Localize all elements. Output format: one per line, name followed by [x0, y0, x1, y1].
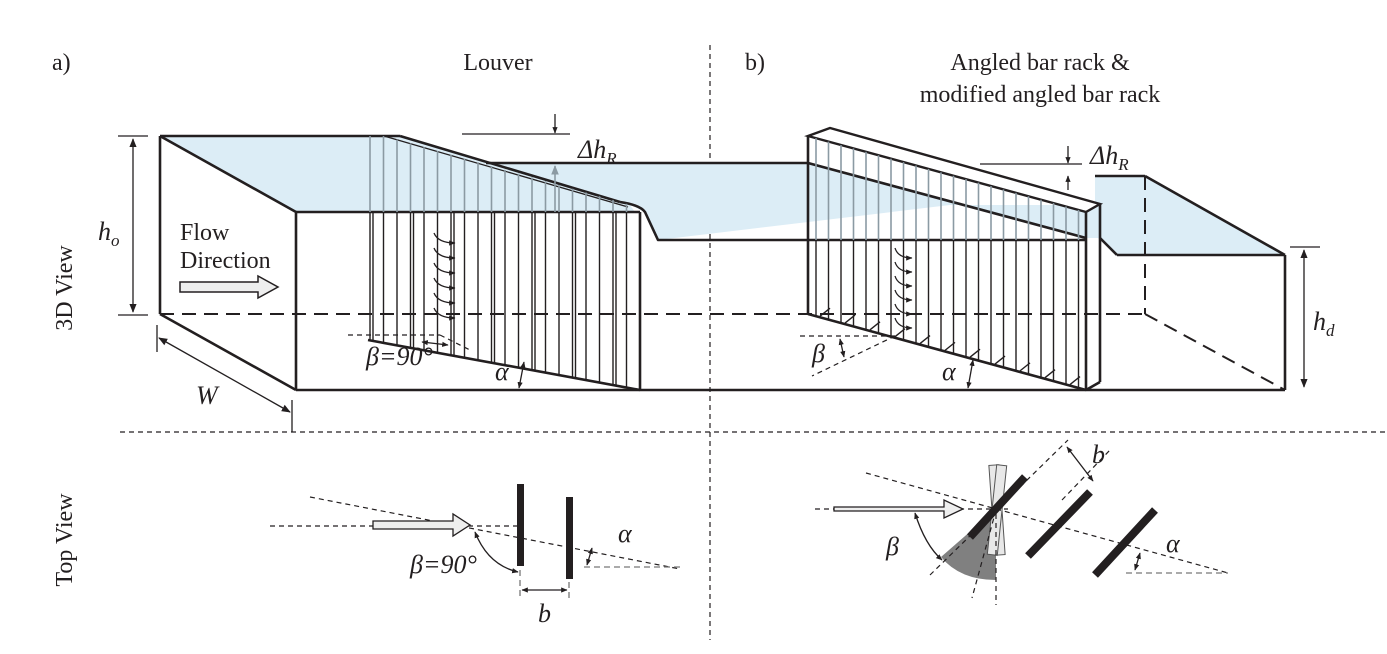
top-beta-label-a: β=90° [409, 550, 477, 579]
bar-rack-bars [815, 138, 1081, 388]
flow-curl-arrow-icon [894, 317, 913, 331]
floor-hidden-line-right [1144, 313, 1286, 391]
panel-a-title: Louver [463, 50, 532, 76]
rack-beta-angle [800, 335, 896, 377]
top-rack-bars [967, 474, 1158, 578]
flow-curl-arrow-icon [894, 289, 913, 303]
flow-curl-arrow-icon [433, 232, 456, 246]
rack-alpha-arrow [966, 359, 975, 389]
head-loss-symbol-a: ΔhR [577, 135, 617, 168]
top-rack-bar [967, 474, 1028, 540]
head-loss-symbol-b: ΔhR [1089, 141, 1129, 174]
panel-b-title-line2: modified angled bar rack [920, 82, 1161, 108]
flow-curl-arrow-icon [433, 277, 456, 291]
top-beta-label-b: β [885, 532, 899, 561]
top-rack-bar [1092, 507, 1158, 578]
top-flow-arrow-icon-a [372, 512, 472, 538]
top-b-label-b: b [1092, 440, 1105, 469]
row-label-top-view: Top View [52, 493, 78, 587]
top-view-louver [270, 484, 681, 600]
panel-a-label: a) [52, 50, 71, 76]
top-view-bar-rack [815, 439, 1229, 605]
downstream-depth-symbol: hd [1313, 307, 1335, 340]
rack-beta-label: β [811, 339, 825, 368]
upstream-depth-symbol: ho [98, 217, 120, 250]
flow-direction-arrow-icon [179, 274, 280, 300]
width-symbol: W [196, 381, 220, 410]
bar-rack-frame [804, 126, 1104, 392]
flow-curl-arrow-icon [433, 262, 456, 276]
downstream-depth-dimension [1290, 246, 1320, 388]
head-loss-dimension-a [462, 114, 570, 212]
flow-curl-arrow-icon [894, 275, 913, 289]
flow-curl-arrow-icon [894, 261, 913, 275]
flow-curl-arrow-icon [894, 303, 913, 317]
channel-outlet-box [1095, 174, 1287, 390]
water-downstream-surface [1098, 176, 1285, 255]
flow-direction-label-line2: Direction [180, 248, 271, 274]
rack-alpha-label: α [942, 357, 957, 386]
flow-curl-arrow-icon [433, 247, 456, 261]
top-alpha-label-b: α [1166, 529, 1181, 558]
top-b-label-a: b [538, 599, 551, 628]
bar-rack-flow-curls [894, 247, 913, 331]
width-dimension [156, 325, 293, 432]
row-label-3d-view: 3D View [52, 245, 78, 331]
flow-curl-arrow-icon [894, 247, 913, 261]
head-loss-dimension-b [980, 146, 1082, 190]
flow-direction-label-line1: Flow [180, 220, 230, 246]
flow-curl-arrow-icon [433, 292, 456, 306]
top-rack-bar [1025, 489, 1093, 559]
louver-beta-label: β=90° [365, 342, 433, 371]
top-alpha-label-a: α [618, 519, 633, 548]
panel-b-label: b) [745, 50, 765, 76]
flow-curl-arrow-icon [433, 307, 456, 321]
panel-b-title-line1: Angled bar rack & [950, 50, 1130, 76]
top-flow-arrow-icon-b [833, 498, 965, 520]
louver-alpha-arrow [517, 361, 526, 389]
louver-alpha-label: α [495, 357, 510, 386]
louver-frame [367, 134, 808, 392]
upstream-depth-dimension [118, 135, 148, 316]
louver-beta-angle [348, 334, 471, 351]
louver-flow-curls [433, 232, 456, 321]
